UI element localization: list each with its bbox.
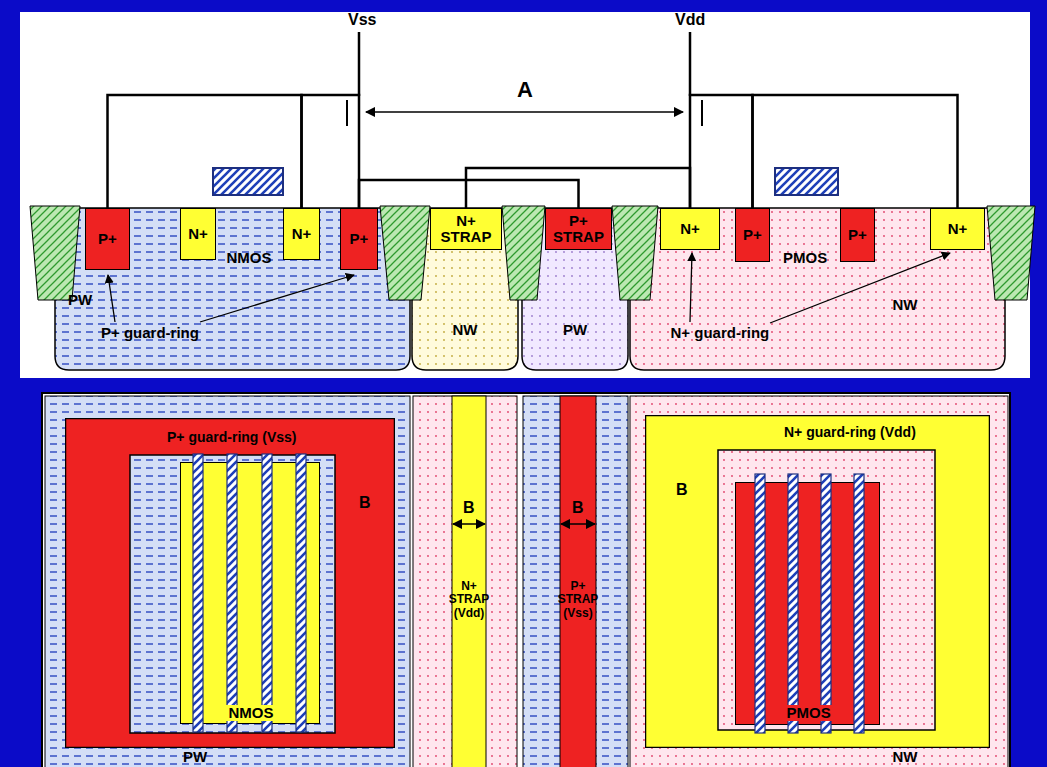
metal-wire <box>466 168 690 208</box>
sti-trench <box>612 206 658 300</box>
node-label: P+ <box>98 231 117 247</box>
gate-fingers <box>180 462 320 724</box>
node-label: N+ guard-ring (Vdd) <box>784 425 916 440</box>
node-label: PW <box>68 292 92 308</box>
node-label: P+ <box>743 227 762 243</box>
metal-wire <box>359 180 579 208</box>
p-well: PW P+ N+ N+ P+ <box>55 208 410 370</box>
region-label: N+ guard-ring <box>671 325 770 342</box>
n-well: NW N+ P+ P+ N+ <box>630 208 1005 370</box>
pmos-active: PMOS <box>735 482 880 725</box>
metal-wire <box>302 95 360 208</box>
gate-finger <box>296 454 306 732</box>
n-plus-diffusion: N+ <box>930 208 985 250</box>
width-arrow <box>561 523 595 525</box>
p-well-top-view <box>45 396 410 767</box>
gate-electrode <box>213 168 283 195</box>
p-well: PW P+ STRAP <box>522 208 628 370</box>
node-label: NMOS <box>226 705 277 721</box>
gate-electrode <box>775 168 838 195</box>
n-well: NW N+ STRAP <box>412 208 518 370</box>
gate-finger <box>193 454 203 732</box>
guard-ring-outline <box>646 416 990 748</box>
p-well-area: PW P+ guard-ring (Vss) NMOS <box>45 396 410 767</box>
dimension-label: B <box>359 494 371 512</box>
dimension-label: A <box>517 78 533 103</box>
gate-finger <box>755 474 765 733</box>
p-plus-strap: P+ STRAP <box>545 208 612 250</box>
p-plus-diffusion: P+ <box>340 208 378 270</box>
node-label: P+ <box>350 231 369 247</box>
node-label: P+ STRAP <box>546 213 611 245</box>
gate-finger <box>262 454 272 732</box>
node-label: N+ <box>188 226 208 242</box>
leader-arrow <box>200 275 354 322</box>
dimension-label: B <box>676 481 688 499</box>
width-arrow <box>453 523 485 525</box>
metal-wire <box>690 95 753 208</box>
vss-rail <box>358 32 361 96</box>
node-label: P+ guard-ring (Vss) <box>167 430 297 445</box>
p-plus-diffusion: P+ <box>840 208 875 262</box>
strap-label: N+ STRAP (Vdd) <box>444 580 494 620</box>
n-well-area: NW N+ guard-ring (Vdd) PMOS <box>630 396 1010 767</box>
supply-name: Vss <box>348 11 376 29</box>
node-label: PMOS <box>784 705 834 721</box>
strap-label: P+ STRAP (Vss) <box>553 580 603 620</box>
node-label: N+ STRAP <box>431 213 501 245</box>
device-name: NMOS <box>227 250 272 267</box>
node-label: N+ <box>680 221 700 237</box>
vdd-rail <box>689 32 692 96</box>
n-plus-strap: N+ STRAP <box>430 208 502 250</box>
guard-ring: P+ guard-ring (Vss) NMOS <box>65 418 395 748</box>
nmos-active: NMOS <box>180 462 320 724</box>
gate-finger <box>821 474 831 733</box>
n-well-region <box>630 208 1005 370</box>
n-plus-diffusion: N+ <box>180 208 216 260</box>
node-label: NW <box>453 322 478 338</box>
gate-fingers <box>735 482 880 725</box>
top-panel <box>20 12 1030 378</box>
node-label: NW <box>893 749 918 765</box>
supply-name: Vdd <box>675 11 705 29</box>
dimension-tick <box>701 100 703 126</box>
leader-arrow <box>690 253 692 322</box>
p-well-region <box>55 208 410 370</box>
node-label: P+ <box>848 227 867 243</box>
node-label: N+ <box>292 226 312 242</box>
node-label: PW <box>563 322 587 338</box>
leader-arrow <box>108 275 115 322</box>
guard-ring-outline <box>66 419 395 748</box>
p-plus-diffusion: P+ <box>85 208 130 270</box>
metal-wire <box>108 95 302 208</box>
n-well-stripe <box>413 396 517 767</box>
n-plus-diffusion: N+ <box>660 208 720 250</box>
gate-finger <box>854 474 864 733</box>
sti-trench <box>380 206 430 300</box>
region-label: P+ guard-ring <box>101 325 199 342</box>
gate-finger <box>227 454 237 732</box>
node-label: PW <box>183 749 207 765</box>
gate-finger <box>788 474 798 733</box>
n-plus-diffusion: N+ <box>283 208 320 260</box>
sti-trench <box>987 206 1035 300</box>
guard-ring: N+ guard-ring (Vdd) PMOS <box>645 415 990 748</box>
metal-wire <box>753 95 958 208</box>
bottom-panel <box>42 393 1010 767</box>
dimension-label: B <box>463 499 475 517</box>
sti-trench <box>502 206 545 300</box>
sti-trench <box>30 206 80 300</box>
node-label: NW <box>893 297 918 313</box>
n-well-top-view <box>630 396 1008 767</box>
p-well-stripe <box>523 396 628 767</box>
device-name: PMOS <box>783 250 827 267</box>
dimension-arrow <box>366 111 683 113</box>
p-plus-diffusion: P+ <box>735 208 770 262</box>
dimension-label: B <box>572 499 584 517</box>
node-label: N+ <box>948 221 968 237</box>
dimension-tick <box>346 100 348 126</box>
